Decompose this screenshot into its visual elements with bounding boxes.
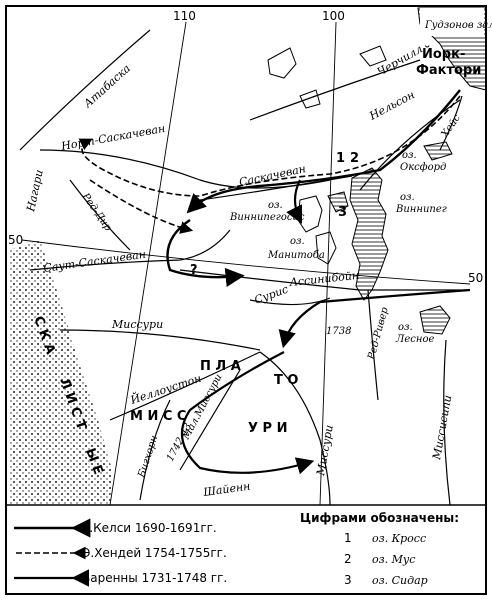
legend-name-3: оз. Сидар: [372, 574, 428, 587]
marker-2: 2: [350, 151, 359, 166]
missouri-west-label: Миссури: [111, 318, 163, 331]
missouri-plateau-label-2: У Р И: [248, 421, 287, 436]
marker-1: 1: [336, 151, 345, 166]
yellowstone-river: [109, 351, 261, 421]
york-factory-label-1: Йорк-: [422, 46, 465, 62]
lake-cedar: [327, 191, 349, 213]
north-saskatchewan-label: Норт-Саскачеван: [59, 122, 166, 153]
legend-hendey: Э.Хендей 1754-1755гг.: [82, 546, 227, 560]
lake-woods-label-2: Лесное: [395, 334, 434, 345]
question-marker: ?: [190, 263, 198, 278]
route-kelsey: [166, 89, 461, 287]
missouri-river-east: [259, 351, 331, 506]
hudson-bay-label-bg: [420, 8, 484, 36]
lake-winnipegosis-label-1: оз.: [268, 200, 283, 211]
legend-name-1: оз. Кросс: [372, 532, 426, 545]
legend-num-1: 1: [344, 531, 352, 545]
lake-oxford: [423, 141, 453, 161]
northern-lakes: [267, 45, 387, 109]
map-frame: [5, 5, 487, 595]
lon-110-label: 110: [173, 9, 196, 23]
lake-manitoba-label-1: оз.: [290, 236, 305, 247]
lat-50-right-label: 50: [468, 271, 483, 285]
legend-num-2: 2: [344, 552, 352, 566]
nagari-label: Нагари: [24, 168, 46, 213]
south-saskatchewan-river: [29, 229, 231, 271]
red-river: [367, 289, 379, 401]
hayes-river: [439, 95, 463, 151]
lon-100-label: 100: [322, 9, 345, 23]
legend-name-2: оз. Мус: [372, 553, 415, 566]
hudson-bay-label: Гудзонов зал.: [424, 20, 492, 31]
legend-num-3: 3: [344, 573, 352, 587]
lake-oxford-label-1: оз.: [402, 150, 417, 161]
legend-kelsey: Г.Келси 1690-1691гг.: [82, 521, 217, 535]
marker-3: 3: [338, 205, 347, 220]
lat-50-left-label: 50: [8, 233, 23, 247]
athabasca-label: Атабаска: [81, 62, 133, 111]
plato-label-1: П Л А: [200, 359, 241, 374]
bighorn-river: [139, 399, 171, 501]
lake-winnipeg-label-1: оз.: [400, 192, 415, 203]
south-saskatchewan-label: Саут-Саскачеван: [43, 248, 147, 275]
souris-river: [249, 297, 331, 306]
nelson-river: [359, 99, 461, 191]
north-saskatchewan-river: [39, 149, 331, 189]
legend-numbers-title: Цифрами обозначены:: [300, 511, 459, 525]
nelson-label: Нельсон: [366, 88, 416, 123]
legend-varenne: Варенны 1731-1748 гг.: [82, 571, 227, 585]
red-deer-river: [69, 179, 131, 251]
lake-manitoba-label-2: Манитоба: [267, 250, 325, 261]
route-hendey: [78, 95, 461, 234]
mississippi-label: Миссисипи: [430, 394, 454, 461]
missouri-plateau-label-1: М И С С: [130, 409, 186, 424]
lake-manitoba: [315, 231, 337, 265]
lake-oxford-label-2: Оксфорд: [400, 162, 446, 173]
meridian-110: [109, 21, 187, 506]
athabasca-river: [19, 29, 151, 151]
legend: Г.Келси 1690-1691гг. Э.Хендей 1754-1755г…: [14, 511, 459, 587]
lake-winnipeg: [349, 167, 389, 301]
red-deer-label: Ред-Дир: [79, 191, 114, 234]
lake-winnipegosis-label-2: Виннипегосис: [229, 212, 305, 223]
lake-winnipeg-label-2: Виннипег: [395, 204, 447, 215]
bighorn-label: Бигхорн: [136, 434, 160, 480]
route-varenne: [180, 179, 471, 475]
cheyenne-label: Шайенн: [202, 480, 252, 500]
year-1738-label: 1738: [326, 326, 351, 337]
rocky-mountains: [10, 240, 112, 505]
missouri-river-west: [59, 329, 261, 351]
york-factory-label-2: Фактори: [416, 63, 481, 78]
plato-label-2: Т О: [274, 373, 298, 388]
churchill-river: [249, 59, 421, 121]
yellowstone-label: Йеллоустон: [128, 371, 203, 407]
saskatchewan-river: [199, 175, 353, 201]
mississippi-river: [443, 339, 451, 506]
lake-woods-label-1: оз.: [398, 322, 413, 333]
lake-woods: [419, 305, 451, 335]
parallel-50: [21, 239, 471, 285]
